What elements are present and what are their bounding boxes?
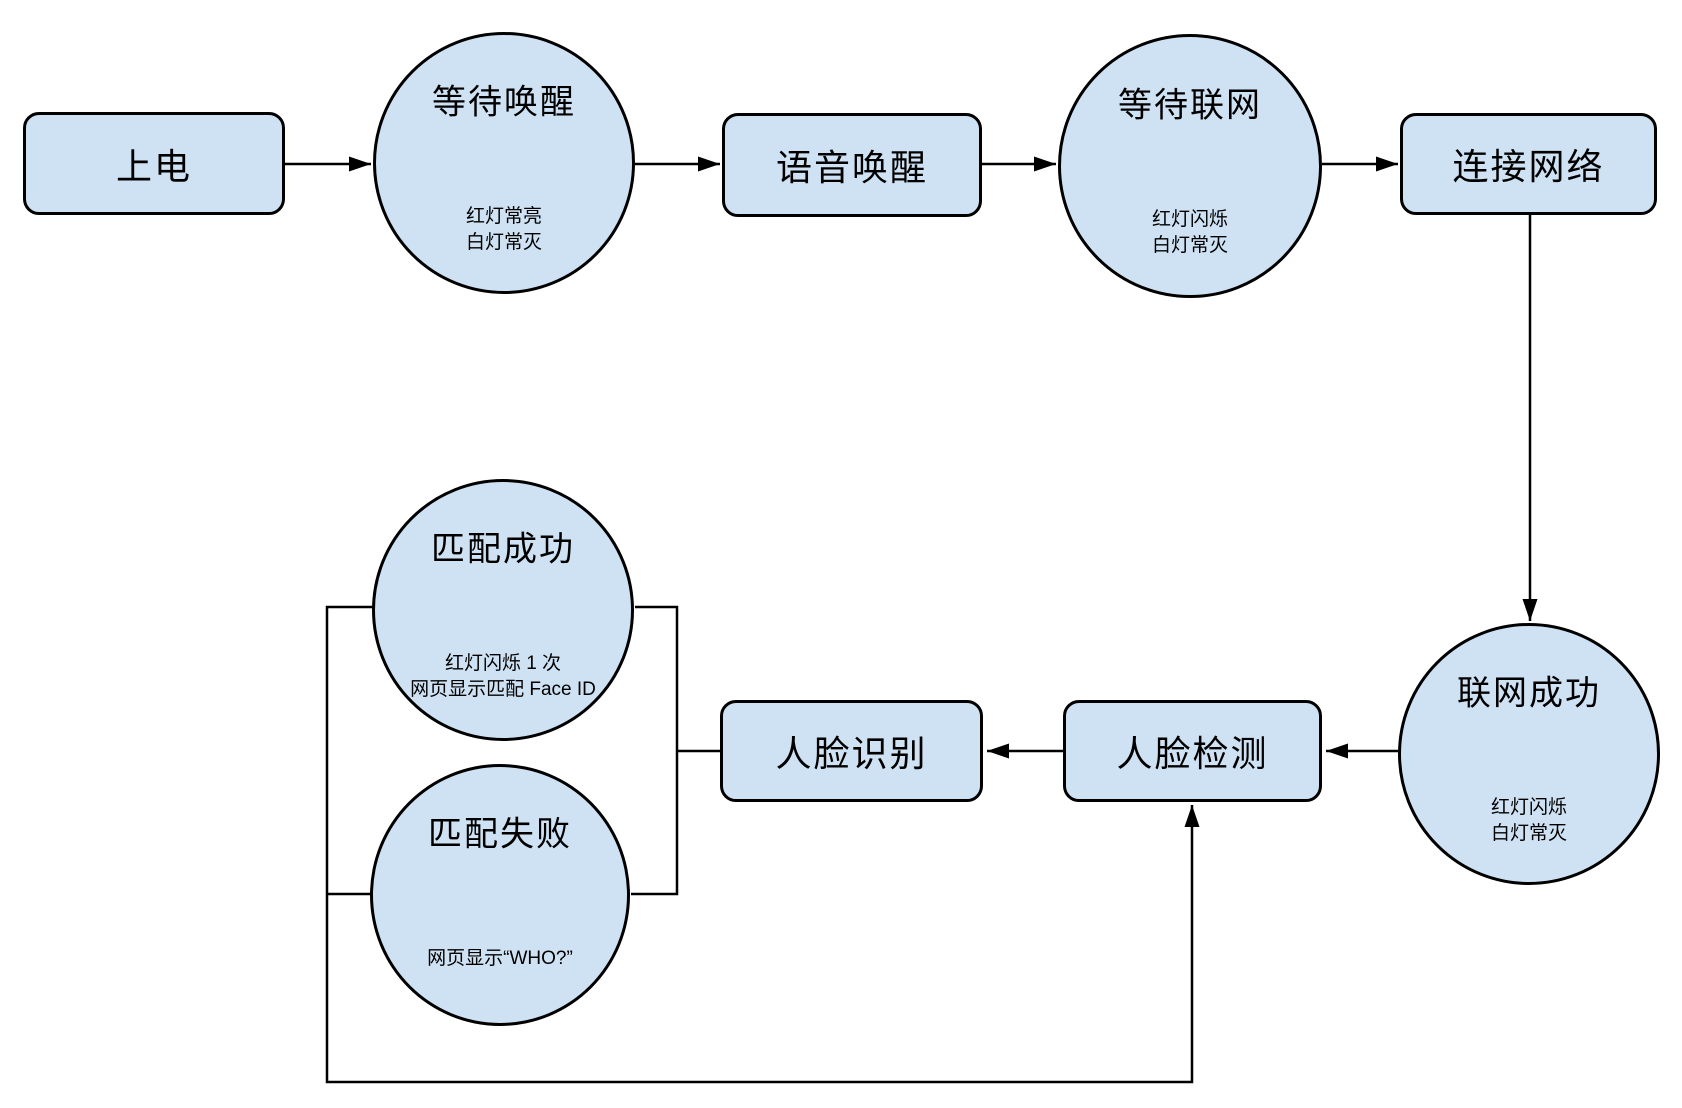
node-power-on-label: 上电 [115, 145, 192, 187]
node-match-success: 匹配成功 红灯闪烁 1 次 网页显示匹配 Face ID [372, 479, 634, 741]
node-network-success: 联网成功 红灯闪烁 白灯常灭 [1398, 623, 1660, 885]
node-match-fail-label: 匹配失败 [428, 815, 572, 854]
node-wait-wake-label: 等待唤醒 [432, 83, 576, 122]
node-match-success-label: 匹配成功 [431, 530, 575, 569]
node-match-success-sublabel: 红灯闪烁 1 次 网页显示匹配 Face ID [410, 652, 596, 700]
node-match-fail-sublabel: 网页显示“WHO?” [427, 948, 573, 970]
node-match-fail: 匹配失败 网页显示“WHO?” [370, 764, 630, 1026]
node-connect-network-label: 连接网络 [1452, 146, 1605, 187]
node-connect-network: 连接网络 [1400, 113, 1657, 215]
node-face-recognize-label: 人脸识别 [775, 733, 928, 774]
edge-match-success-loop-to-face-detect [325, 605, 1200, 1084]
node-wait-network-sublabel: 红灯闪烁 白灯常灭 [1151, 209, 1229, 257]
node-wait-network: 等待联网 红灯闪烁 白灯常灭 [1058, 34, 1322, 298]
edge-match-results-bracket [631, 605, 679, 896]
node-wait-network-label: 等待联网 [1118, 86, 1262, 124]
node-wait-wake: 等待唤醒 红灯常亮 白灯常灭 [373, 32, 635, 294]
node-face-detect: 人脸检测 [1063, 700, 1322, 802]
node-face-recognize: 人脸识别 [720, 700, 983, 802]
node-wait-wake-sublabel: 红灯常亮 白灯常灭 [465, 205, 543, 253]
node-network-success-label: 联网成功 [1457, 674, 1601, 713]
node-voice-wake-label: 语音唤醒 [775, 147, 928, 188]
node-face-detect-label: 人脸检测 [1116, 733, 1269, 774]
node-network-success-sublabel: 红灯闪烁 白灯常灭 [1490, 796, 1568, 844]
node-power-on: 上电 [23, 112, 285, 215]
node-voice-wake: 语音唤醒 [722, 113, 982, 217]
